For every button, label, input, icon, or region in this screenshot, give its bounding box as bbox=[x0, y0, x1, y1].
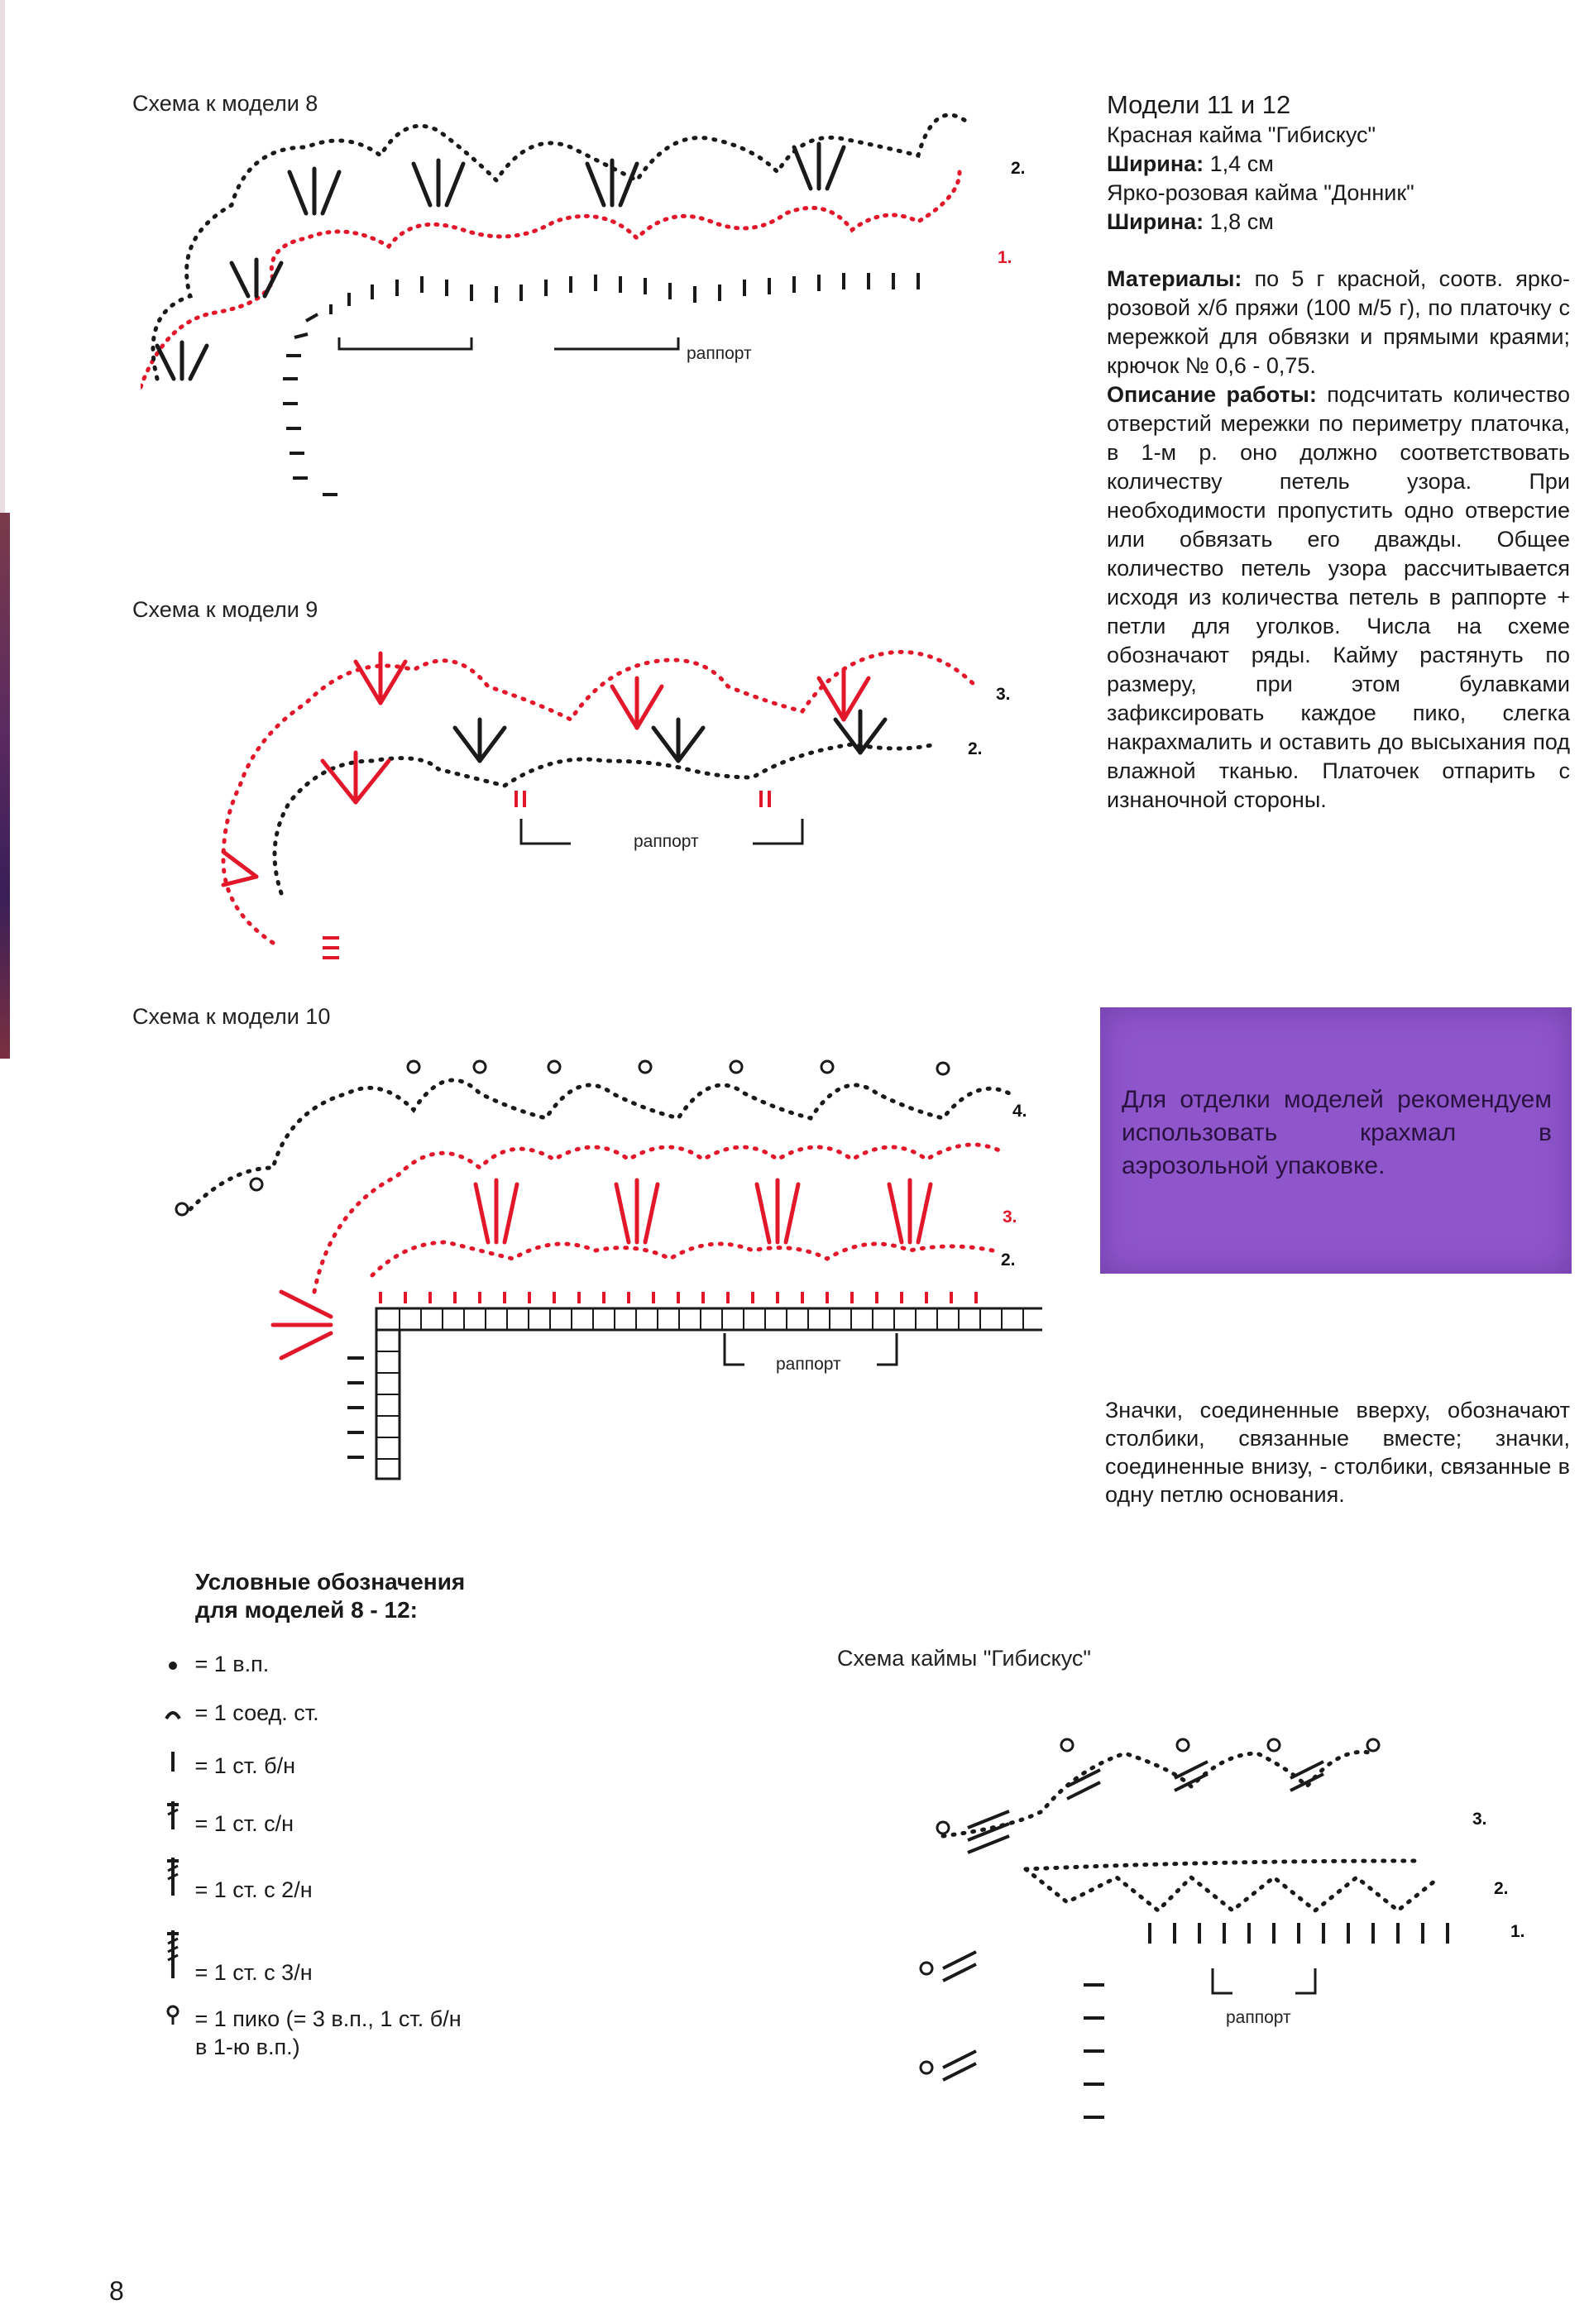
pink-border-name: Ярко-розовая кайма "Донник" bbox=[1107, 179, 1570, 208]
legend-item-double-treble: = 1 ст. с 3/н bbox=[157, 1929, 313, 1986]
row-number-3-model-10: 3. bbox=[1003, 1207, 1017, 1227]
row-number-2-model-8: 2. bbox=[1011, 159, 1026, 179]
width-value: 1,4 см bbox=[1210, 151, 1274, 176]
diagram-model-10 bbox=[165, 1044, 1042, 1490]
row-number-2-model-10: 2. bbox=[1001, 1250, 1016, 1270]
model-10-red-stitch-fans bbox=[273, 1180, 931, 1358]
width-value: 1,8 см bbox=[1210, 209, 1274, 234]
rapport-label-model-8: раппорт bbox=[687, 344, 752, 364]
diagram-model-9 bbox=[190, 637, 1017, 968]
legend-item-double-crochet: = 1 ст. с/н bbox=[157, 1800, 294, 1837]
legend-text: = 1 ст. б/н bbox=[195, 1753, 296, 1778]
legend-title-line-1: Условные обозначения bbox=[195, 1568, 465, 1596]
legend-text: = 1 в.п. bbox=[195, 1652, 270, 1676]
rapport-label-hibiscus: раппорт bbox=[1226, 2008, 1291, 2028]
rapport-bracket bbox=[1213, 1968, 1232, 1993]
model-9-black-stitch-fans bbox=[455, 711, 885, 761]
model-10-mesh-grid bbox=[376, 1308, 1042, 1479]
picot-icon bbox=[157, 2005, 189, 2032]
legend-item-treble-crochet: = 1 ст. с 2/н bbox=[157, 1856, 313, 1903]
models-title: Модели 11 и 12 bbox=[1107, 89, 1570, 121]
width-label: Ширина: bbox=[1107, 151, 1204, 176]
legend-item-chain: = 1 в.п. bbox=[157, 1652, 269, 1677]
treble-crochet-icon bbox=[157, 1856, 189, 1903]
page-number: 8 bbox=[109, 2276, 124, 2307]
hibiscus-chain-row bbox=[943, 1752, 1439, 1910]
width-label: Ширина: bbox=[1107, 209, 1204, 234]
legend-item-slip-stitch: = 1 соед. ст. bbox=[157, 1700, 319, 1726]
model-8-black-arches bbox=[153, 115, 968, 379]
legend-text: = 1 ст. с 2/н bbox=[195, 1877, 313, 1902]
legend-text: = 1 пико (= 3 в.п., 1 ст. б/н bbox=[195, 2006, 462, 2031]
slip-stitch-icon bbox=[157, 1700, 189, 1726]
legend-text: = 1 ст. с 3/н bbox=[195, 1960, 313, 1985]
rapport-bracket bbox=[725, 1333, 744, 1365]
rapport-bracket bbox=[521, 819, 571, 844]
materials-label: Материалы: bbox=[1107, 266, 1242, 291]
caption-model-10: Схема к модели 10 bbox=[132, 1004, 330, 1030]
model-8-foundation bbox=[283, 273, 918, 495]
model-9-red-arches bbox=[223, 652, 976, 943]
diagram-model-8 bbox=[141, 98, 1051, 528]
chain-dot-icon bbox=[157, 1652, 189, 1677]
rapport-label-model-10: раппорт bbox=[776, 1355, 841, 1375]
diagram-hibiscus bbox=[877, 1720, 1489, 2150]
model-10-foundation bbox=[380, 1292, 976, 1303]
red-border-width: Ширина: 1,4 см bbox=[1107, 150, 1570, 179]
red-border-name: Красная кайма "Гибискус" bbox=[1107, 121, 1570, 150]
row-number-2-model-9: 2. bbox=[968, 739, 983, 759]
hibiscus-stitch-groups bbox=[943, 1762, 1323, 2080]
materials-paragraph: Материалы: по 5 г красной, соотв. ярко-р… bbox=[1107, 265, 1570, 380]
model-11-12-description: Модели 11 и 12 Красная кайма "Гибискус" … bbox=[1107, 89, 1570, 815]
model-8-red-row bbox=[141, 172, 960, 387]
caption-model-9: Схема к модели 9 bbox=[132, 597, 318, 623]
model-9-foundation bbox=[323, 791, 769, 958]
legend-text: = 1 ст. с/н bbox=[195, 1811, 294, 1836]
legend-item-picot: = 1 пико (= 3 в.п., 1 ст. б/н bbox=[157, 2005, 462, 2032]
legend-title-line-2: для моделей 8 - 12: bbox=[195, 1596, 465, 1624]
starch-tip-text: Для отделки моделей рекомендуем использо… bbox=[1122, 1083, 1552, 1183]
row-number-3-model-9: 3. bbox=[996, 685, 1011, 705]
legend-title: Условные обозначения для моделей 8 - 12: bbox=[195, 1568, 465, 1624]
description-paragraph: Описание работы: подсчитать количество о… bbox=[1107, 380, 1570, 815]
page-edge-photo-strip bbox=[0, 513, 10, 1059]
model-10-picots bbox=[176, 1061, 949, 1215]
starch-tip-box: Для отделки моделей рекомендуем использо… bbox=[1100, 1007, 1572, 1274]
single-crochet-icon bbox=[157, 1750, 189, 1779]
double-crochet-icon bbox=[157, 1800, 189, 1837]
legend-text: = 1 соед. ст. bbox=[195, 1700, 319, 1725]
row-number-2-hibiscus: 2. bbox=[1494, 1879, 1509, 1899]
pink-border-width: Ширина: 1,8 см bbox=[1107, 208, 1570, 237]
double-treble-icon bbox=[157, 1929, 189, 1986]
model-9-black-arches bbox=[275, 744, 935, 893]
model-9-red-stitch-fans bbox=[223, 653, 869, 885]
model-10-side-foundation bbox=[347, 1358, 364, 1457]
model-10-black-arches bbox=[190, 1080, 1009, 1209]
rapport-label-model-9: раппорт bbox=[634, 832, 699, 852]
symbols-note: Значки, соединенные вверху, обозначают с… bbox=[1105, 1396, 1570, 1509]
legend-picot-continuation: в 1-ю в.п.) bbox=[195, 2035, 300, 2060]
page-edge-decoration bbox=[0, 0, 5, 513]
description-label: Описание работы: bbox=[1107, 382, 1317, 407]
row-number-1-hibiscus: 1. bbox=[1510, 1922, 1525, 1942]
description-text: подсчитать количество отверстий мережки … bbox=[1107, 382, 1570, 812]
row-number-3-hibiscus: 3. bbox=[1472, 1810, 1487, 1829]
row-number-4-model-10: 4. bbox=[1012, 1102, 1027, 1121]
rapport-bracket bbox=[339, 337, 471, 349]
caption-hibiscus: Схема каймы "Гибискус" bbox=[837, 1646, 1091, 1671]
legend-item-single-crochet: = 1 ст. б/н bbox=[157, 1750, 295, 1779]
row-number-1-model-8: 1. bbox=[998, 248, 1012, 268]
